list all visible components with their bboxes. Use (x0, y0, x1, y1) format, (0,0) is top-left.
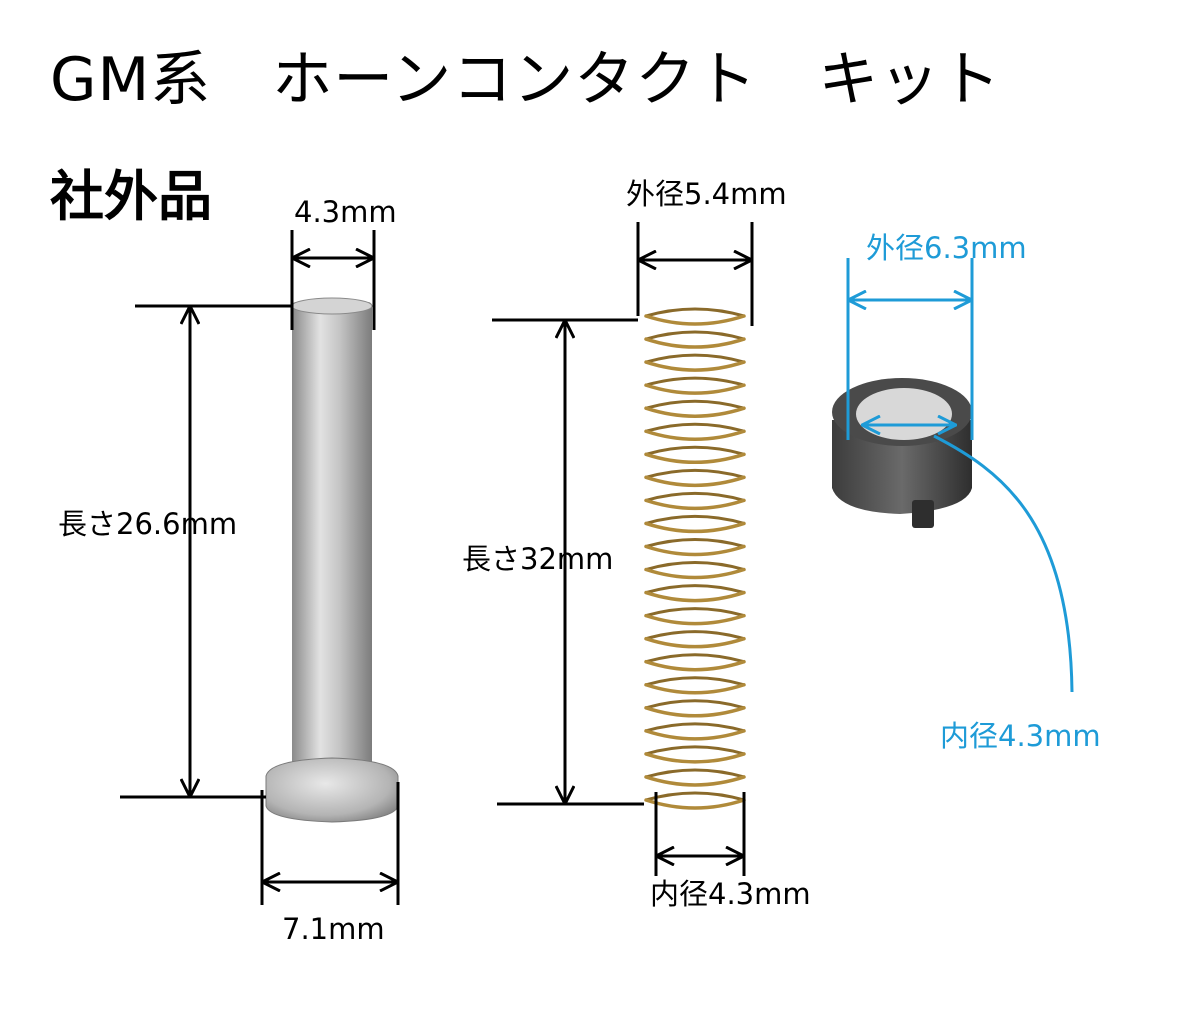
spring-coil-front (644, 590, 746, 603)
pin-dimension-lines (120, 230, 400, 905)
spring-coil-front (644, 706, 746, 718)
spring-coil-back (644, 630, 746, 641)
spring-coil-back (644, 745, 746, 756)
spring-coil-back (644, 561, 746, 572)
spring-coil-back (644, 376, 746, 387)
spring-coil-front (644, 314, 746, 326)
spring-outer-diameter-label: 外径5.4mm (626, 177, 787, 211)
spring-coil-back (644, 722, 746, 733)
bushing-dimension-lines (846, 258, 1074, 693)
spring-coil-front (644, 452, 746, 464)
spring-coil-front (644, 521, 746, 534)
spring-coil-front (644, 567, 746, 580)
page-title: GM系 ホーンコンタクト キット (50, 45, 1002, 115)
spring-coil-front (644, 406, 746, 418)
spring-coil-back (644, 538, 746, 548)
spring-coil-front (644, 475, 746, 488)
spring-coil-front (644, 383, 746, 395)
spring-length-label: 長さ32mm (462, 542, 614, 576)
spring-coil-back (644, 468, 746, 479)
spring-coil-front (644, 429, 746, 441)
bushing-inner-diameter-label: 内径4.3mm (940, 719, 1101, 753)
bushing-outer-diameter-label: 外径6.3mm (866, 231, 1027, 265)
spring-coil-back (644, 676, 746, 687)
spring-coil-front (644, 659, 746, 672)
spring-coil-front (644, 498, 746, 511)
bushing-body (832, 420, 972, 514)
pin-length-label: 長さ26.6mm (58, 507, 238, 541)
spring-coil-back (644, 653, 746, 664)
spring-coil-back (644, 491, 746, 502)
spring-coil-front (644, 613, 746, 626)
spring-coil-front (644, 729, 746, 741)
pin-shaft (292, 302, 372, 782)
page-subtitle: 社外品 (50, 165, 212, 228)
spring-coil-front (644, 752, 746, 764)
inner-diameter-leader (933, 434, 1074, 693)
pin-head-diameter-label: 7.1mm (282, 912, 385, 946)
bushing-tab (912, 500, 934, 528)
spring-coil-back (644, 699, 746, 710)
spring-coil-back (644, 307, 746, 318)
spring-coil-back (644, 353, 746, 364)
spring-coil-front (644, 775, 746, 787)
spring-coil-front (644, 360, 746, 372)
spring-coil-back (644, 607, 746, 618)
spring-inner-diameter-label: 内径4.3mm (650, 877, 811, 911)
spring-coil-front (644, 544, 746, 557)
spring-coil-front (644, 337, 746, 349)
bushing-bore (856, 388, 952, 440)
pin-head (265, 757, 399, 823)
spring-coil-back (644, 584, 746, 595)
spring-coil-back (644, 445, 746, 456)
spring-coil-back (644, 399, 746, 410)
spring-coil-back (644, 768, 746, 779)
spring-illustration (644, 307, 746, 810)
spring-coil-back (644, 330, 746, 341)
pin-illustration (265, 297, 399, 823)
bushing-illustration (832, 378, 972, 528)
spring-dimension-lines (492, 222, 754, 876)
spring-coil-front (644, 636, 746, 649)
spring-coil-back (644, 422, 746, 433)
spring-coil-back (644, 514, 746, 525)
pin-top-end (291, 297, 373, 315)
pin-top-diameter-label: 4.3mm (294, 195, 397, 229)
spring-coil-front (644, 683, 746, 695)
